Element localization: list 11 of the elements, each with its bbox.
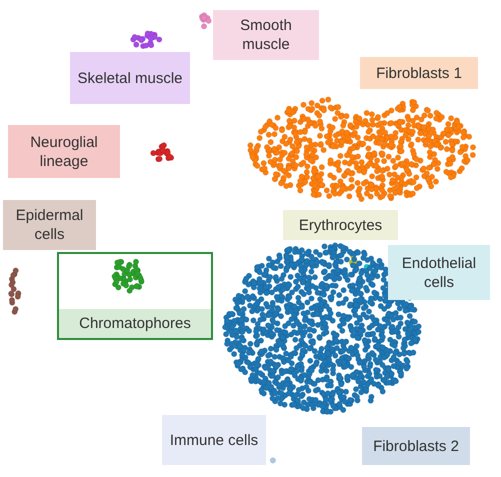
highlight-frame: [57, 252, 213, 340]
cell-type-label: Chromatophores: [59, 309, 211, 338]
cell-type-label: Epidermal cells: [3, 200, 96, 250]
cell-type-label: Fibroblasts 2: [362, 427, 470, 465]
cell-type-label: Erythrocytes: [283, 210, 398, 240]
cell-type-label: Skeletal muscle: [70, 52, 190, 104]
cell-type-label: Immune cells: [162, 415, 266, 465]
cell-type-label: Smooth muscle: [213, 10, 319, 60]
cell-type-label: Fibroblasts 1: [360, 57, 478, 89]
cell-type-label: Endothelial cells: [388, 245, 490, 300]
cell-type-label: Neuroglial lineage: [8, 125, 120, 178]
